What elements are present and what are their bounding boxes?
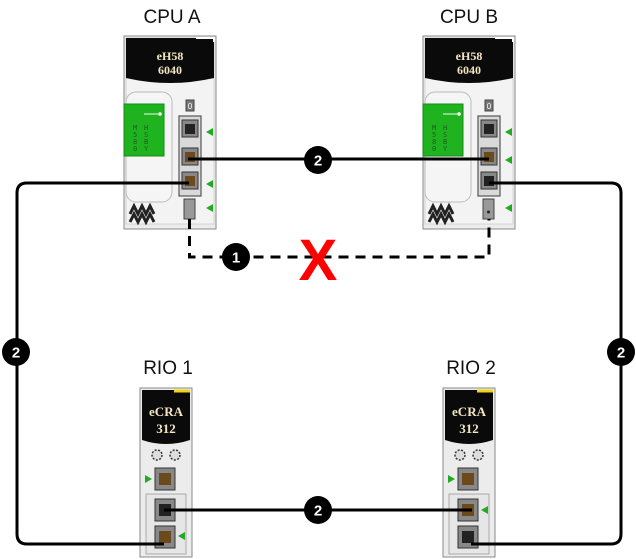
cpu-a-led-2	[206, 180, 213, 188]
cpu-a-module[interactable]: eH58 6040 M 5 8 0 H S B Y 0	[123, 35, 217, 230]
rio-1-display	[142, 390, 190, 444]
cpu-a-led-1	[206, 128, 213, 136]
cpu-b-led-1	[505, 128, 512, 136]
svg-text:2: 2	[617, 345, 625, 362]
cpu-b-display-line1: eH58	[456, 49, 483, 63]
cpu-b-logo-icon	[427, 202, 455, 226]
rio-2-rotary-switch-icon	[454, 449, 484, 461]
cpu-b-hsby-panel	[422, 103, 464, 157]
svg-text:5: 5	[432, 131, 436, 139]
svg-text:0: 0	[487, 102, 492, 111]
rio-2-led-service	[448, 475, 455, 483]
cpu-a-port-1[interactable]	[181, 119, 199, 138]
cpu-a-label: CPU A	[143, 7, 201, 28]
svg-text:Y: Y	[144, 145, 149, 153]
rio-2-display	[445, 390, 493, 444]
rio-2-port-2[interactable]	[457, 525, 479, 549]
cpu-b-led-3	[505, 204, 512, 212]
cpu-b-module[interactable]: eH58 6040 M 5 8 0 H S B Y 0	[422, 35, 516, 230]
ring-top-badge: 2	[304, 146, 332, 174]
cpu-a-hsby-panel	[123, 103, 165, 157]
cpu-b-indicator	[484, 99, 494, 112]
svg-text:M: M	[133, 124, 137, 132]
rio-1-led-port	[178, 532, 185, 540]
rio-1-rotary-switch-icon	[151, 449, 181, 461]
svg-text:H: H	[144, 124, 148, 132]
svg-text:2: 2	[314, 153, 322, 170]
cpu-a-port-3[interactable]	[181, 171, 199, 190]
cpu-a-display	[126, 38, 214, 83]
svg-text:1: 1	[232, 250, 240, 267]
svg-text:2: 2	[12, 345, 20, 362]
svg-text:S: S	[443, 131, 447, 139]
rio-1-display-line2: 312	[156, 421, 176, 436]
rio-1-display-line1: eCRA	[149, 404, 184, 419]
rio-2-service-port[interactable]	[457, 467, 479, 491]
rio-1-module[interactable]: eCRA 312	[139, 387, 193, 558]
cpu-b-port-2[interactable]	[480, 147, 498, 166]
svg-text:0: 0	[432, 145, 436, 153]
rio-1-led-service	[145, 475, 152, 483]
hsby-link-badge: 1	[222, 243, 250, 271]
cpu-a-indicator	[185, 99, 195, 112]
svg-text:8: 8	[133, 138, 137, 146]
svg-text:H: H	[443, 124, 447, 132]
svg-text:S: S	[144, 131, 148, 139]
rio-2-led-port	[481, 506, 488, 514]
cpu-b-led-2	[505, 156, 512, 164]
svg-text:B: B	[443, 138, 447, 146]
cpu-a-display-line1: eH58	[157, 49, 184, 63]
rio-2-display-line1: eCRA	[452, 404, 487, 419]
rio-1-service-port[interactable]	[154, 467, 176, 491]
rio-2-module[interactable]: eCRA 312	[442, 387, 496, 558]
cpu-b-hsby-port[interactable]	[482, 198, 495, 220]
cpu-a-port-2[interactable]	[181, 147, 199, 166]
svg-text:2: 2	[314, 503, 322, 520]
cpu-b-display-line2: 6040	[457, 63, 481, 77]
cpu-b-label: CPU B	[439, 7, 499, 28]
cpu-a-hsby-port[interactable]	[183, 198, 196, 220]
cpu-b-port-3[interactable]	[480, 171, 498, 190]
cpu-b-port-1[interactable]	[480, 119, 498, 138]
rio-2-display-line2: 312	[459, 421, 479, 436]
link-broken-x-icon: X	[299, 228, 338, 293]
cpu-a-led-3	[206, 204, 213, 212]
ring-right-badge: 2	[607, 338, 635, 366]
cpu-a-logo-icon	[128, 202, 156, 226]
ring-left-badge: 2	[2, 338, 30, 366]
cpu-b-display	[425, 38, 513, 83]
svg-text:0: 0	[133, 145, 137, 153]
svg-text:Y: Y	[443, 145, 448, 153]
rio-1-label: RIO 1	[143, 358, 193, 379]
svg-text:8: 8	[432, 138, 436, 146]
hsby-link[interactable]	[188, 219, 491, 259]
svg-text:M: M	[432, 124, 436, 132]
ring-bottom-badge: 2	[304, 496, 332, 524]
svg-text:0: 0	[188, 102, 193, 111]
cpu-a-display-line2: 6040	[158, 63, 182, 77]
rio-2-label: RIO 2	[446, 358, 496, 379]
svg-text:B: B	[144, 138, 148, 146]
svg-text:5: 5	[133, 131, 137, 139]
